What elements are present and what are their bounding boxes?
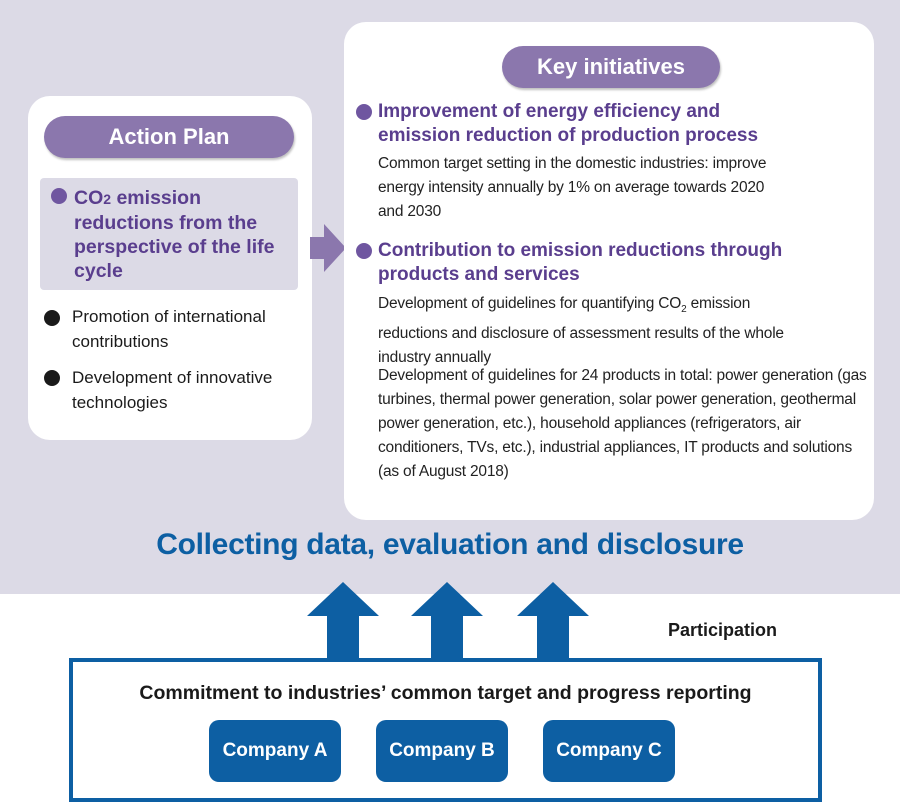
initiative-body-efficiency: Common target setting in the domestic in… [378, 155, 767, 220]
initiative-body-guidelines: Development of guidelines for quantifyin… [378, 295, 784, 367]
action-plan-item-lifecycle: CO2 emission reductions from the perspec… [74, 187, 275, 282]
action-plan-item-international: Promotion of international contributions [72, 307, 266, 351]
initiative-heading-products: Contribution to emission reductions thro… [378, 240, 783, 285]
action-plan-title: Action Plan [44, 116, 294, 158]
key-initiatives-card [344, 22, 874, 520]
commitment-title: Commitment to industries’ common target … [139, 682, 752, 704]
key-initiatives-title: Key initiatives [502, 46, 720, 88]
action-plan-highlight-box [40, 178, 298, 290]
company-a-box: Company A [209, 720, 341, 782]
participation-label: Participation [668, 620, 778, 640]
bullet-black-icon [44, 310, 60, 326]
initiative-heading-efficiency: Improvement of energy efficiency and emi… [378, 101, 759, 146]
arrow-right-icon [310, 224, 346, 272]
arrow-up-icon [307, 582, 379, 662]
collecting-title: Collecting data, evaluation and disclosu… [156, 528, 744, 561]
arrow-up-icon [517, 582, 589, 662]
arrow-up-icon [411, 582, 483, 662]
bullet-black-icon [44, 370, 60, 386]
initiative-body-products-list: Development of guidelines for 24 product… [378, 367, 867, 480]
bullet-purple-icon [356, 243, 372, 259]
bullet-purple-icon [51, 188, 67, 204]
action-plan-item-innovative: Development of innovative technologies [72, 368, 273, 412]
company-c-box: Company C [543, 720, 675, 782]
company-b-box: Company B [376, 720, 508, 782]
bullet-purple-icon [356, 104, 372, 120]
